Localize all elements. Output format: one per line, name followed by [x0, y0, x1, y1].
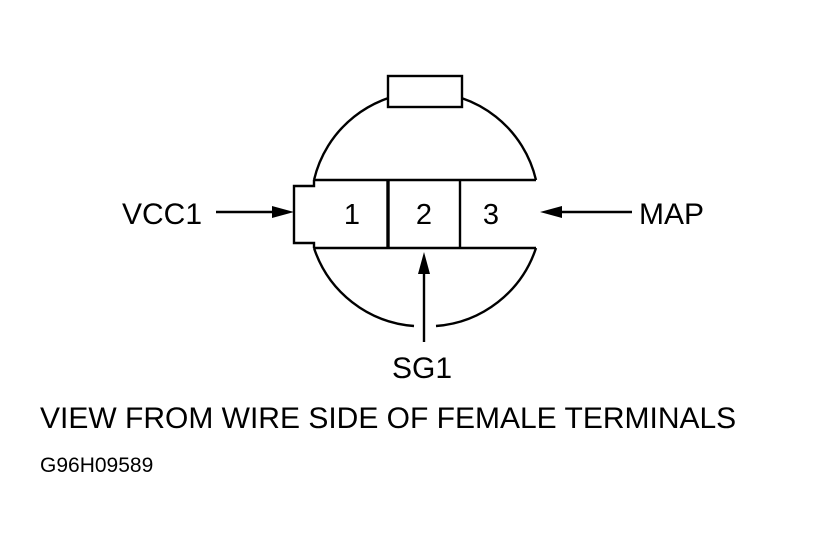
sg1-arrow	[418, 252, 430, 342]
vcc1-arrow	[216, 206, 294, 218]
diagram-caption: VIEW FROM WIRE SIDE OF FEMALE TERMINALS	[40, 402, 736, 435]
sg1-label: SG1	[392, 352, 452, 385]
vcc1-label: VCC1	[122, 198, 202, 231]
map-arrow	[540, 206, 632, 218]
map-label: MAP	[639, 198, 704, 231]
locking-tab	[386, 74, 464, 109]
pin-3-label: 3	[483, 199, 499, 231]
figure-id: G96H09589	[40, 454, 153, 477]
terminal-band	[292, 178, 536, 250]
pin-2-label: 2	[416, 199, 432, 231]
pin-1-label: 1	[344, 199, 360, 231]
